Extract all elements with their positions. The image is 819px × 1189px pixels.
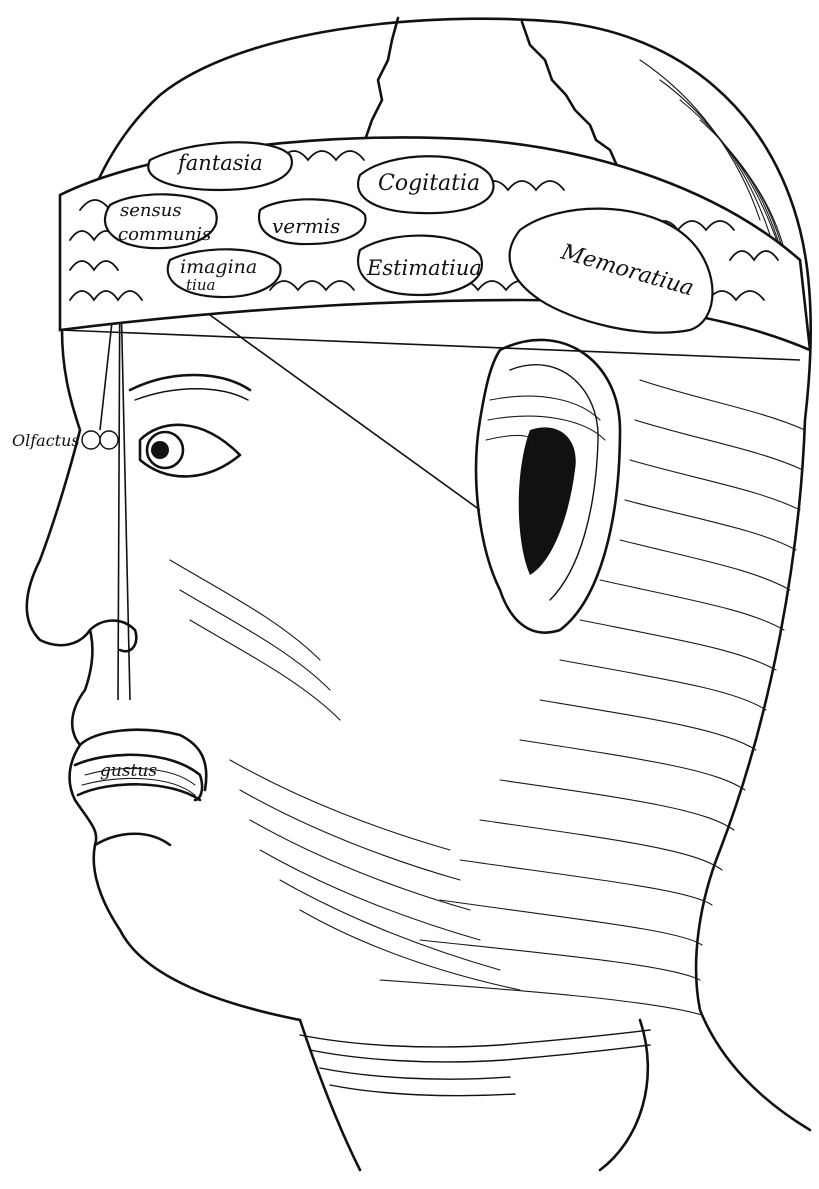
label-vermis: vermis <box>272 214 340 238</box>
olfactus-circle-right <box>100 431 118 449</box>
label-olfactus: Olfactus <box>12 431 80 450</box>
neck-hatching <box>380 380 805 1015</box>
label-tiua: tiua <box>186 276 215 294</box>
label-sensus: sensus <box>120 200 182 221</box>
label-imagina: imagina <box>180 256 257 278</box>
label-communis: communis <box>118 224 211 245</box>
label-fantasia: fantasia <box>176 151 263 175</box>
label-cogitatia: Cogitatia <box>378 171 480 196</box>
skull-suture-left <box>365 18 398 140</box>
cheek-hatching <box>170 560 520 990</box>
ear <box>476 340 620 633</box>
throat-lines <box>300 1020 650 1170</box>
label-gustus: gustus <box>100 761 157 781</box>
label-estimatiua: Estimatiua <box>366 256 482 280</box>
eye <box>130 375 250 476</box>
olfactus-circle-left <box>82 431 100 449</box>
